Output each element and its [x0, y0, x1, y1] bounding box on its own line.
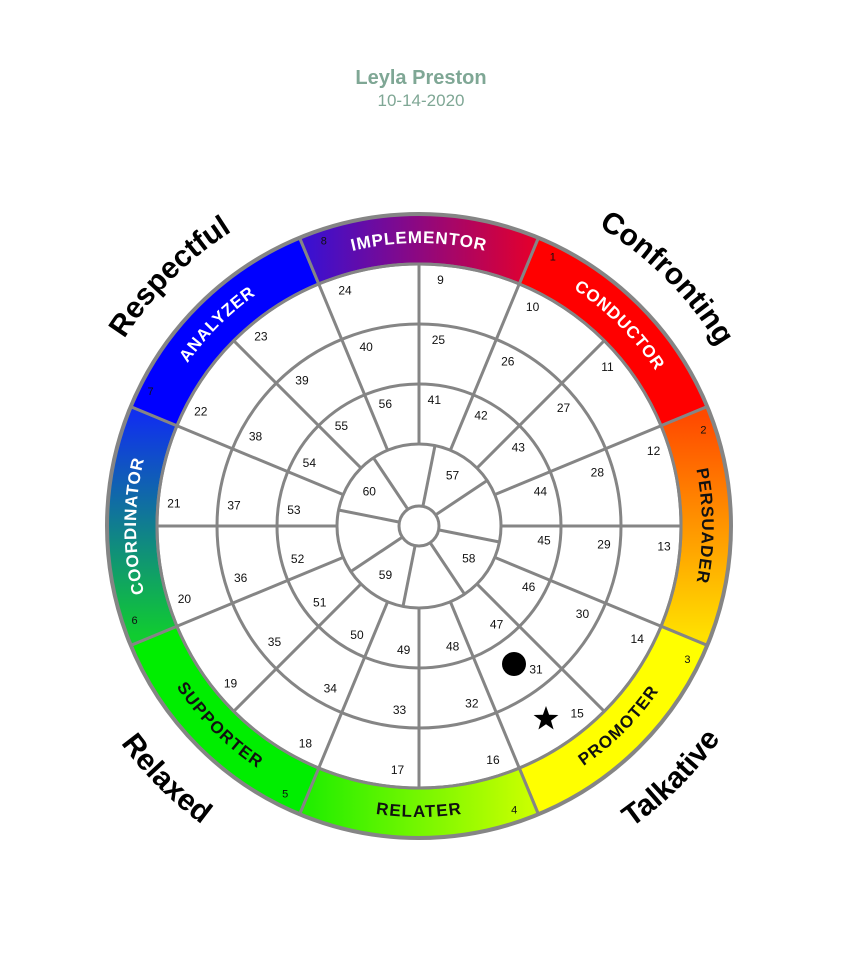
segment-number: 2 [700, 425, 706, 437]
cell-number-middle: 40 [359, 340, 373, 354]
cell-number-middle: 27 [557, 401, 571, 415]
cell-number-outer: 17 [391, 763, 405, 777]
cell-number-outer: 13 [657, 540, 671, 554]
cell-number-outer: 23 [254, 330, 268, 344]
segment-number: 6 [131, 615, 137, 627]
cell-number-middle: 37 [227, 499, 241, 513]
cell-number-core: 57 [446, 468, 460, 482]
segment-label-relater: RELATER [375, 799, 463, 821]
cell-number-outer: 15 [570, 707, 584, 721]
cell-number-inner: 46 [522, 580, 536, 594]
cell-number-core: 60 [363, 485, 377, 499]
cell-number-middle: 39 [295, 374, 309, 388]
cell-number-middle: 38 [249, 429, 263, 443]
cell-number-inner: 49 [397, 643, 411, 657]
segment-label-persuader: PERSUADER [692, 467, 717, 586]
cell-number-inner: 50 [350, 628, 364, 642]
cell-number-middle: 35 [268, 635, 282, 649]
cell-number-inner: 52 [291, 552, 305, 566]
cell-number-inner: 55 [335, 419, 349, 433]
cell-number-outer: 24 [338, 284, 352, 298]
cell-number-outer: 20 [178, 592, 192, 606]
cell-number-outer: 10 [526, 300, 540, 314]
person-name: Leyla Preston [355, 67, 487, 89]
cell-number-inner: 51 [313, 596, 327, 610]
cell-number-outer: 12 [647, 444, 661, 458]
cell-number-core: 59 [379, 568, 393, 582]
cell-number-middle: 33 [393, 703, 407, 717]
segment-number: 8 [321, 235, 327, 247]
segment-number: 4 [511, 804, 517, 816]
cell-number-outer: 18 [299, 736, 313, 750]
cell-number-inner: 41 [428, 393, 442, 407]
cell-number-inner: 42 [474, 409, 488, 423]
cell-number-middle: 32 [465, 697, 479, 711]
cell-number-middle: 25 [432, 333, 446, 347]
dot-marker-icon [502, 652, 526, 676]
cell-number-core: 58 [462, 552, 476, 566]
cell-number-outer: 16 [486, 753, 500, 767]
cell-number-inner: 47 [490, 617, 504, 631]
segment-number: 7 [147, 386, 153, 398]
segment-number: 5 [282, 788, 288, 800]
cell-number-inner: 48 [446, 640, 460, 654]
cell-number-outer: 14 [631, 632, 645, 646]
cell-number-middle: 28 [591, 465, 605, 479]
cell-number-middle: 36 [234, 571, 248, 585]
cell-number-inner: 45 [537, 534, 551, 548]
cell-number-middle: 31 [529, 663, 543, 677]
cell-number-outer: 22 [194, 405, 208, 419]
cell-number-middle: 26 [501, 355, 515, 369]
cell-number-outer: 11 [601, 360, 614, 374]
star-marker-icon [533, 706, 559, 730]
cell-number-outer: 21 [167, 497, 181, 511]
cell-number-inner: 44 [534, 484, 548, 498]
cell-number-outer: 19 [224, 676, 238, 690]
cell-number-middle: 34 [324, 682, 338, 696]
cell-number-inner: 43 [512, 441, 526, 455]
cell-number-middle: 29 [597, 538, 611, 552]
report-header: Leyla Preston 10-14-2020 [0, 66, 842, 112]
wheel-grid [105, 212, 733, 840]
cell-number-outer: 9 [437, 273, 444, 287]
markers [502, 652, 559, 730]
cell-number-inner: 53 [287, 503, 301, 517]
cell-number-inner: 54 [303, 456, 317, 470]
cell-number-inner: 56 [379, 397, 393, 411]
segment-number: 3 [684, 654, 690, 666]
cell-number-middle: 30 [576, 607, 590, 621]
report-date: 10-14-2020 [377, 91, 465, 110]
segment-number: 1 [550, 251, 556, 263]
cell-numbers: 9 10 11 12 13 14 15 16 17 18 19 20 21 22 23 24 25 26 27 28 2… [167, 273, 671, 777]
